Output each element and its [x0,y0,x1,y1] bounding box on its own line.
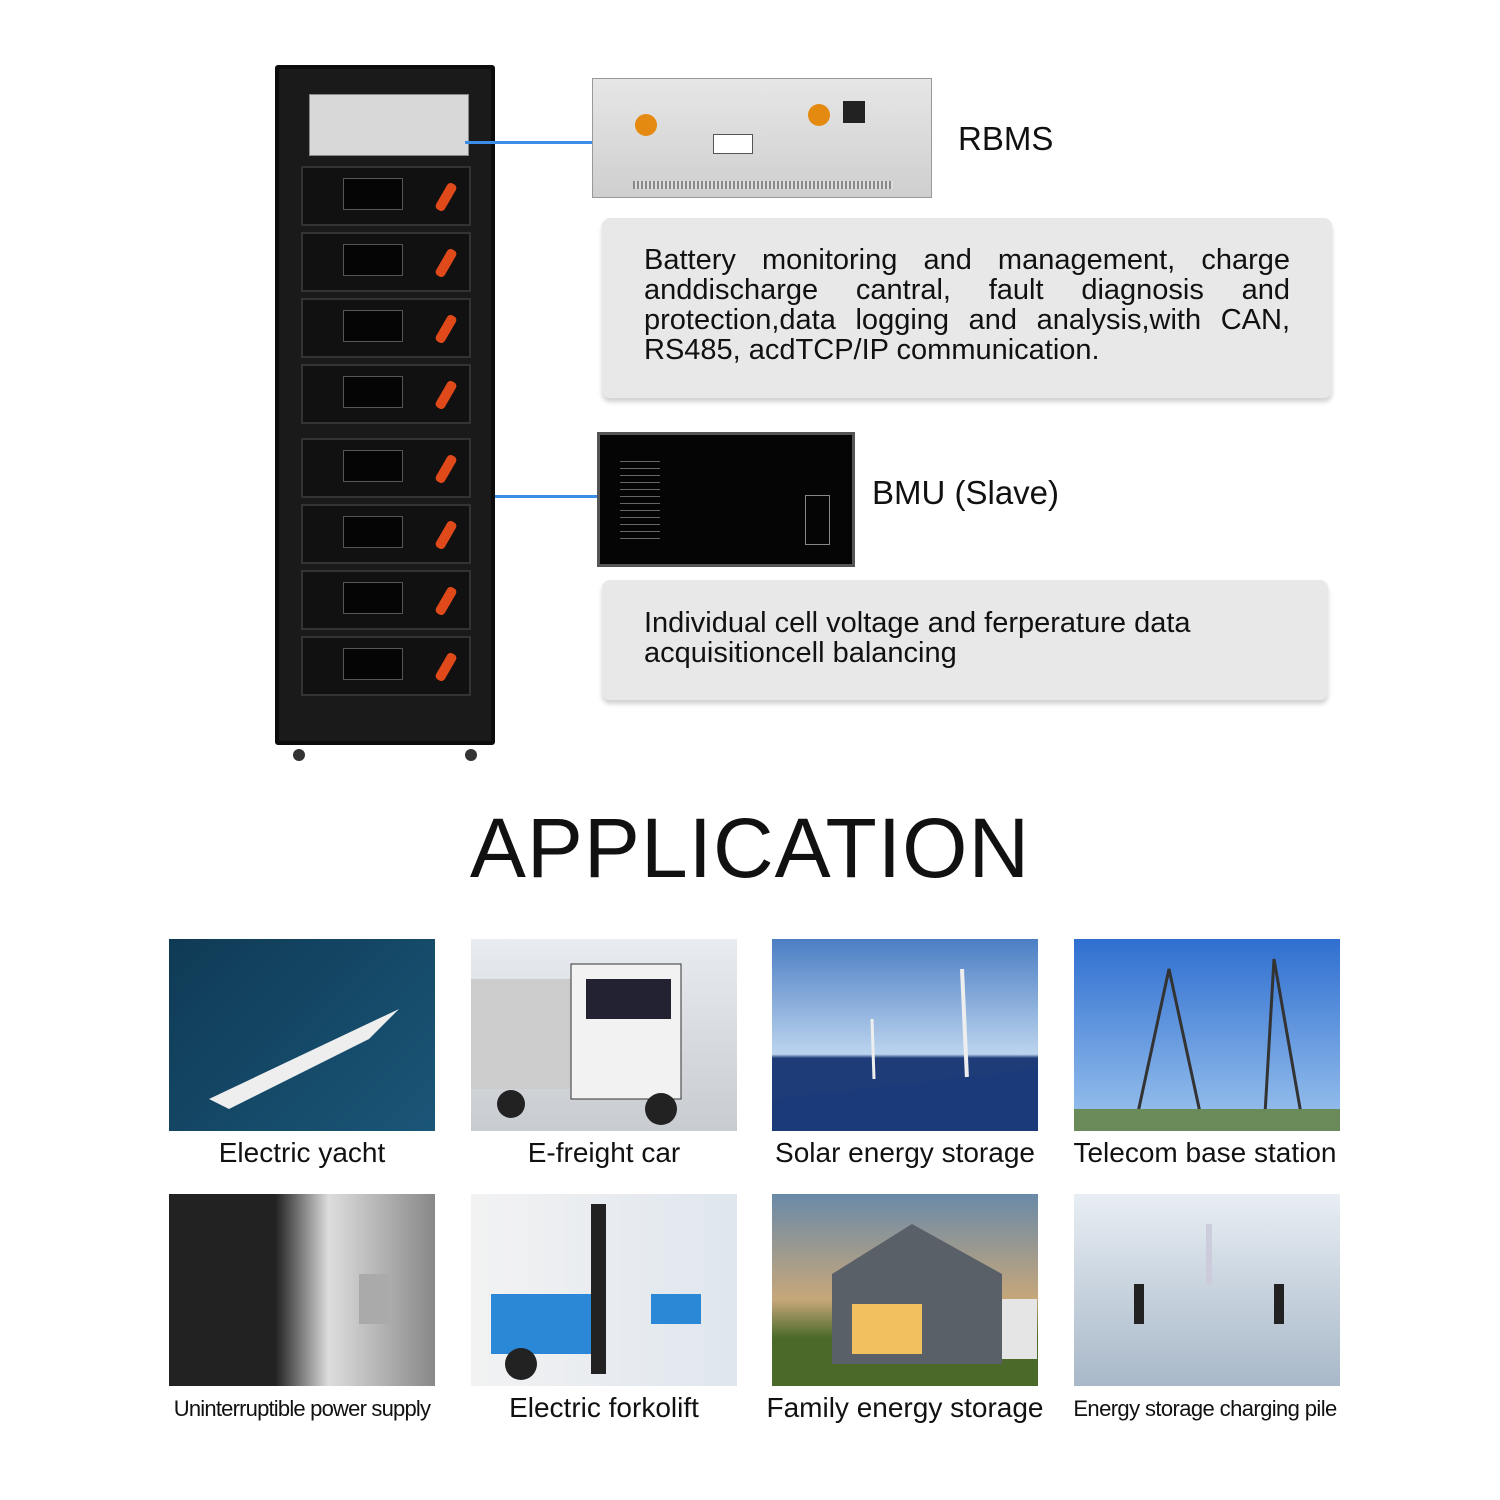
application-label: Uninterruptible power supply [173,1396,431,1421]
bmu-device-image [597,432,855,567]
battery-module [301,232,471,292]
application-title: APPLICATION [469,801,1031,895]
family-energy-storage-image [772,1194,1038,1386]
rbms-label: RBMS [958,120,1054,157]
battery-module [301,636,471,696]
rbms-description-box: Battery monitoring and management, charg… [602,218,1332,398]
battery-module [301,438,471,498]
application-label: Electric yacht [218,1137,386,1168]
battery-module [301,570,471,630]
application-label: Solar energy storage [775,1137,1035,1168]
rbms-device-image [592,78,932,198]
battery-module [301,298,471,358]
solar-energy-storage-image [772,939,1038,1131]
electric-yacht-image [169,939,435,1131]
battery-module [301,504,471,564]
application-label: Energy storage charging pile [1073,1396,1337,1421]
charging-pile-image [1074,1194,1340,1386]
battery-rack-image [275,65,495,761]
battery-module [301,166,471,226]
application-label: Electric forkolift [509,1392,699,1423]
rbms-connector-line [465,141,593,144]
e-freight-car-image [471,939,737,1131]
battery-module [301,364,471,424]
application-label: E-freight car [527,1137,681,1168]
bmu-label: BMU (Slave) [872,474,1060,511]
electric-forklift-image [471,1194,737,1386]
rack-rbms-unit [309,94,469,156]
telecom-base-station-image [1074,939,1340,1131]
ups-datacenter-image [169,1194,435,1386]
application-label: Telecom base station [1073,1137,1337,1168]
bmu-description-box: Individual cell voltage and ferperature … [602,580,1328,700]
application-label: Family energy storage [766,1392,1044,1423]
bmu-connector-line [495,495,597,498]
